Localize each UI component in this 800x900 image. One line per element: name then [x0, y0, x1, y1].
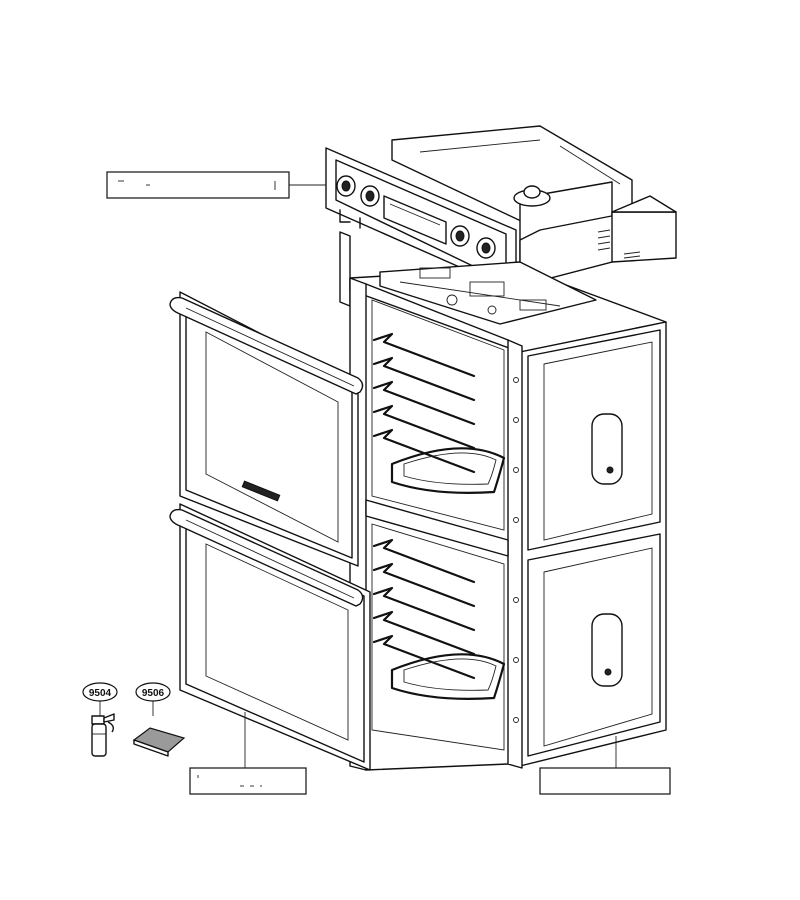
callout-9506: 9506	[135, 682, 171, 716]
callout-label-9504: 9504	[89, 688, 112, 699]
label-box-door-assembly	[189, 712, 307, 795]
vent-grille	[597, 229, 641, 259]
upper-door-handle	[169, 296, 364, 395]
label-box-control-panel	[106, 171, 326, 199]
control-knob-3	[450, 225, 470, 247]
frame-holes	[513, 377, 519, 723]
control-board	[379, 261, 597, 325]
spray-bottle	[91, 713, 115, 757]
callout-9504: 9504	[82, 682, 118, 716]
lower-oven-door	[169, 503, 371, 771]
upper-oven-door	[169, 291, 364, 567]
mounting-post	[339, 231, 351, 307]
control-knob-1	[336, 175, 356, 197]
callout-label-9506: 9506	[142, 688, 165, 699]
lower-oven-cavity	[371, 523, 506, 751]
control-knob-2	[360, 185, 380, 207]
label-box-cabinet-assembly	[539, 736, 671, 795]
lower-door-handle	[169, 508, 364, 607]
oven-cabinet	[349, 261, 667, 771]
side-handle-lower	[591, 613, 623, 687]
control-panel-assembly	[325, 125, 677, 293]
cleaning-pad	[132, 727, 186, 757]
control-knob-4	[476, 237, 496, 259]
upper-oven-cavity	[371, 299, 506, 531]
side-handle-upper	[591, 413, 623, 485]
